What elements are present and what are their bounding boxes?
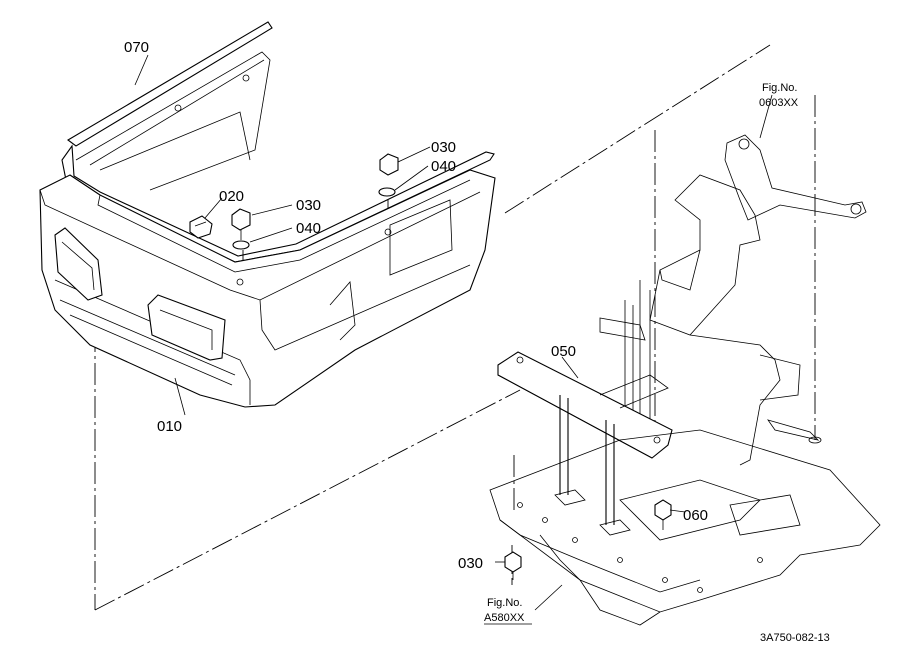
- bolt-group-upper: [231, 153, 399, 250]
- fig-ref-top-label: Fig.No.: [762, 82, 797, 94]
- callout-labels: 070 020 030 040 030 040 010 050 060 030: [124, 39, 708, 572]
- guide-line-bottom: [94, 389, 521, 611]
- guide-line-top: [504, 44, 771, 214]
- label-030-right: 030: [431, 139, 456, 156]
- base-plate: [489, 429, 881, 626]
- part-010-front-grille: [39, 169, 496, 408]
- bolt-group-lower: [504, 499, 672, 580]
- fig-ref-bottom-number: A580XX: [484, 612, 525, 624]
- leader-lines: [134, 54, 773, 611]
- label-030-upper: 030: [296, 197, 321, 214]
- label-060: 060: [683, 507, 708, 524]
- fig-ref-bottom-label: Fig.No.: [487, 597, 522, 609]
- label-050: 050: [551, 343, 576, 360]
- label-040-upper: 040: [296, 220, 321, 237]
- drawing-code: 3A750-082-13: [760, 632, 830, 644]
- assembly-guide-lines: [94, 44, 816, 611]
- figure-references: Fig.No. 0603XX Fig.No. A580XX: [484, 82, 799, 625]
- label-010: 010: [157, 418, 182, 435]
- label-030-lower: 030: [458, 555, 483, 572]
- part-020-clip: [189, 215, 213, 239]
- fig-ref-top-number: 0603XX: [759, 97, 799, 109]
- part-070-trim-strip: [61, 21, 495, 263]
- label-070: 070: [124, 39, 149, 56]
- label-020: 020: [219, 188, 244, 205]
- part-050-bracket: [497, 351, 673, 536]
- label-040-right: 040: [431, 158, 456, 175]
